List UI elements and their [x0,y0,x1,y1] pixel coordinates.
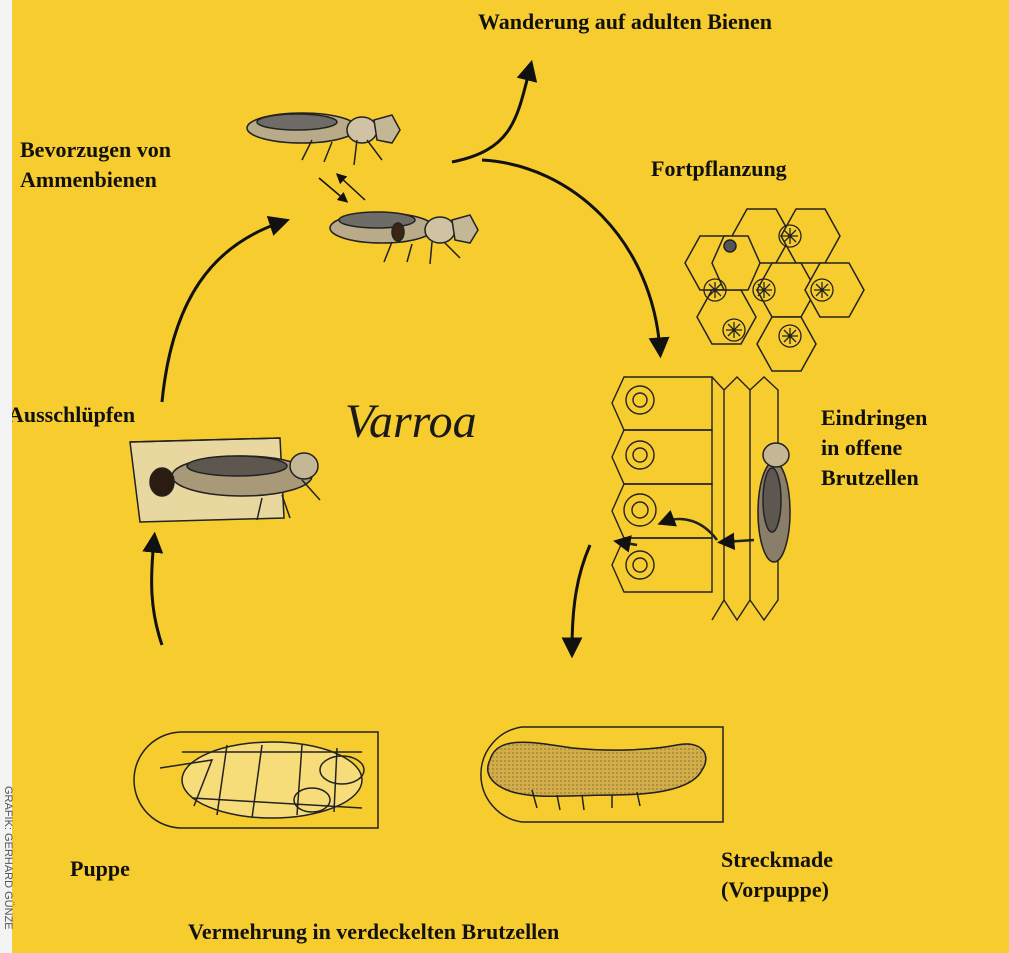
open-brood-cells-icon [612,377,778,620]
arrow-bee-up [339,176,365,200]
label-hatching: Ausschlüpfen [12,400,135,430]
arrow-to-migration [452,68,530,162]
arrow-bee-down [319,178,345,200]
label-multiplication: Vermehrung in verdeckelten Brutzellen [188,917,559,947]
credit-text: GRAFIK: GERHARD GÜNZE [2,786,14,946]
arrow-up-to-hatching [152,540,162,645]
varroa-lifecycle-diagram: Varroa Wanderung auf adulten Bienen Bevo… [12,0,1009,953]
hatching-bee-icon [130,438,320,522]
label-pupa: Puppe [70,854,130,884]
label-reproduction: Fortpflanzung [651,154,787,184]
label-invasion: Eindringen in offene Brutzellen [821,403,927,493]
arrow-down-to-capped [572,545,590,650]
honeycomb-mites-icon [685,209,864,371]
label-migration: Wanderung auf adulten Bienen [478,7,772,37]
image-credit: GRAFIK: GERHARD GÜNZE [0,780,12,953]
label-prepupa: Streckmade (Vorpuppe) [721,845,833,905]
diagram-title: Varroa [345,394,477,449]
prepupa-larva-icon [481,727,723,822]
label-nurse-preference: Bevorzugen von Ammenbienen [20,135,171,195]
bee-entering-cell-icon [758,443,790,562]
arrow-to-brood-cells [482,160,660,350]
adult-bee-icon [247,113,400,165]
arrow-to-nurse-bees [162,222,282,402]
pupa-icon [134,732,378,828]
adult-bee-with-mite-icon [330,212,478,264]
